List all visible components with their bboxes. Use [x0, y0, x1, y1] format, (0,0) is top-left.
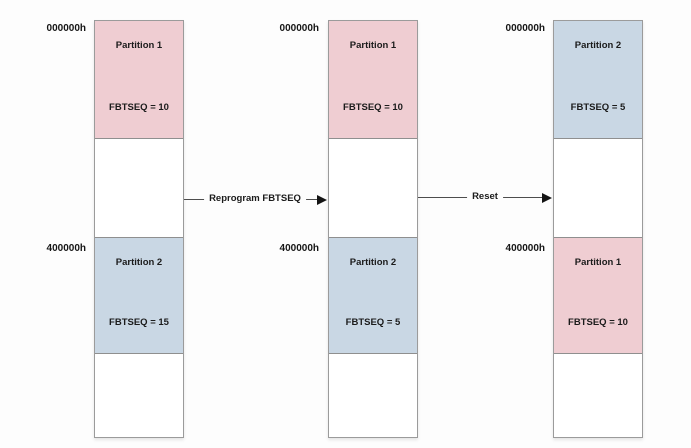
empty-memory-region: [329, 139, 417, 237]
address-label: 400000h: [279, 243, 319, 254]
empty-memory-region: [329, 354, 417, 437]
memory-map-initial: Partition 1 FBTSEQ = 10 Partition 2 FBTS…: [94, 20, 184, 438]
fbtseq-value: FBTSEQ = 10: [568, 317, 628, 328]
partition-block: Partition 1 FBTSEQ = 10: [554, 237, 642, 354]
partition-title: Partition 1: [574, 257, 622, 268]
fbtseq-value: FBTSEQ = 5: [570, 102, 626, 113]
address-label: 400000h: [46, 243, 86, 254]
arrowhead-right-icon: [317, 195, 327, 205]
partition-title: Partition 1: [115, 40, 163, 51]
address-label: 000000h: [279, 23, 319, 34]
partition-title: Partition 2: [574, 40, 622, 51]
address-label: 000000h: [46, 23, 86, 34]
partition-title: Partition 2: [349, 257, 397, 268]
fbtseq-value: FBTSEQ = 5: [345, 317, 401, 328]
empty-memory-region: [554, 139, 642, 237]
partition-block: Partition 2 FBTSEQ = 15: [95, 237, 183, 354]
memory-map-after-reprogram: Partition 1 FBTSEQ = 10 Partition 2 FBTS…: [328, 20, 418, 438]
empty-memory-region: [95, 354, 183, 437]
arrowhead-right-icon: [542, 193, 552, 203]
fbtseq-value: FBTSEQ = 15: [109, 317, 169, 328]
fbtseq-value: FBTSEQ = 10: [343, 102, 403, 113]
partition-block: Partition 2 FBTSEQ = 5: [329, 237, 417, 354]
partition-block: Partition 1 FBTSEQ = 10: [329, 21, 417, 139]
partition-block: Partition 1 FBTSEQ = 10: [95, 21, 183, 139]
empty-memory-region: [554, 354, 642, 437]
reset-arrow-label: Reset: [467, 191, 503, 203]
address-label: 400000h: [505, 243, 545, 254]
partition-block: Partition 2 FBTSEQ = 5: [554, 21, 642, 139]
empty-memory-region: [95, 139, 183, 237]
partition-title: Partition 2: [115, 257, 163, 268]
reprogram-arrow-label: Reprogram FBTSEQ: [204, 193, 306, 205]
partition-title: Partition 1: [349, 40, 397, 51]
address-label: 000000h: [505, 23, 545, 34]
memory-map-after-reset: Partition 2 FBTSEQ = 5 Partition 1 FBTSE…: [553, 20, 643, 438]
fbtseq-value: FBTSEQ = 10: [109, 102, 169, 113]
